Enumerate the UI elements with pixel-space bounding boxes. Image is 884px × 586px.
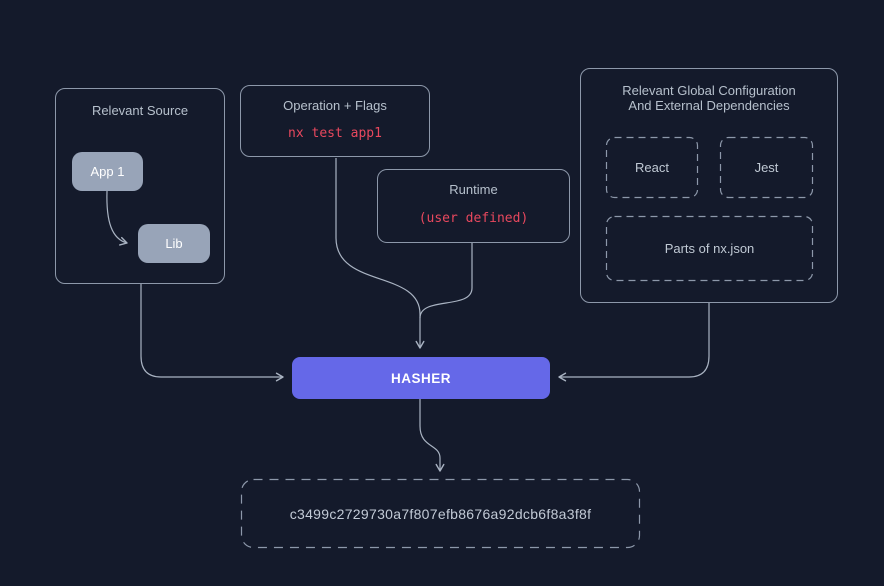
operation-flags-command: nx test app1 xyxy=(288,126,382,141)
dependency-jest: Jest xyxy=(720,137,813,198)
edge-hasher-to-hash xyxy=(419,399,445,472)
project-node-app1-label: App 1 xyxy=(90,164,125,179)
project-node-lib-label: Lib xyxy=(165,236,183,251)
hasher-label: HASHER xyxy=(390,370,451,386)
dependency-nxjson: Parts of nx.json xyxy=(606,216,813,281)
dependency-react-label: React xyxy=(635,160,669,175)
global-config-panel: Relevant Global Configuration And Extern… xyxy=(580,68,838,303)
project-node-app1: App 1 xyxy=(72,152,143,191)
global-config-title-line1: Relevant Global Configuration xyxy=(622,83,796,98)
dependency-jest-label: Jest xyxy=(754,160,779,175)
relevant-source-panel: Relevant Source xyxy=(55,88,225,284)
hash-output-value: c3499c2729730a7f807efb8676a92dcb6f8a3f8f xyxy=(289,505,592,522)
edge-source-to-hasher xyxy=(140,284,284,382)
edge-config-to-hasher xyxy=(558,303,710,382)
dependency-react: React xyxy=(606,137,698,198)
operation-flags-title: Operation + Flags xyxy=(283,98,387,113)
runtime-panel: Runtime xyxy=(377,169,570,243)
global-config-title-line2: And External Dependencies xyxy=(628,98,790,113)
react-dashed-box xyxy=(605,136,699,199)
global-config-title: Relevant Global Configuration And Extern… xyxy=(581,69,837,113)
edge-opflags-to-hasher xyxy=(335,158,425,349)
operation-flags-panel: Operation + Flags xyxy=(240,85,430,157)
relevant-source-title: Relevant Source xyxy=(91,103,189,118)
edge-runtime-to-hasher xyxy=(419,243,473,319)
dependency-nxjson-label: Parts of nx.json xyxy=(664,241,755,256)
runtime-value: (user defined) xyxy=(418,211,529,226)
hash-output: c3499c2729730a7f807efb8676a92dcb6f8a3f8f xyxy=(241,479,640,548)
project-node-lib: Lib xyxy=(138,224,210,263)
hasher-node: HASHER xyxy=(292,357,550,399)
jest-dashed-box xyxy=(719,136,814,199)
edge-app1-to-lib xyxy=(106,190,128,246)
runtime-title: Runtime xyxy=(449,182,498,197)
hash-output-dashed-box xyxy=(240,478,641,549)
